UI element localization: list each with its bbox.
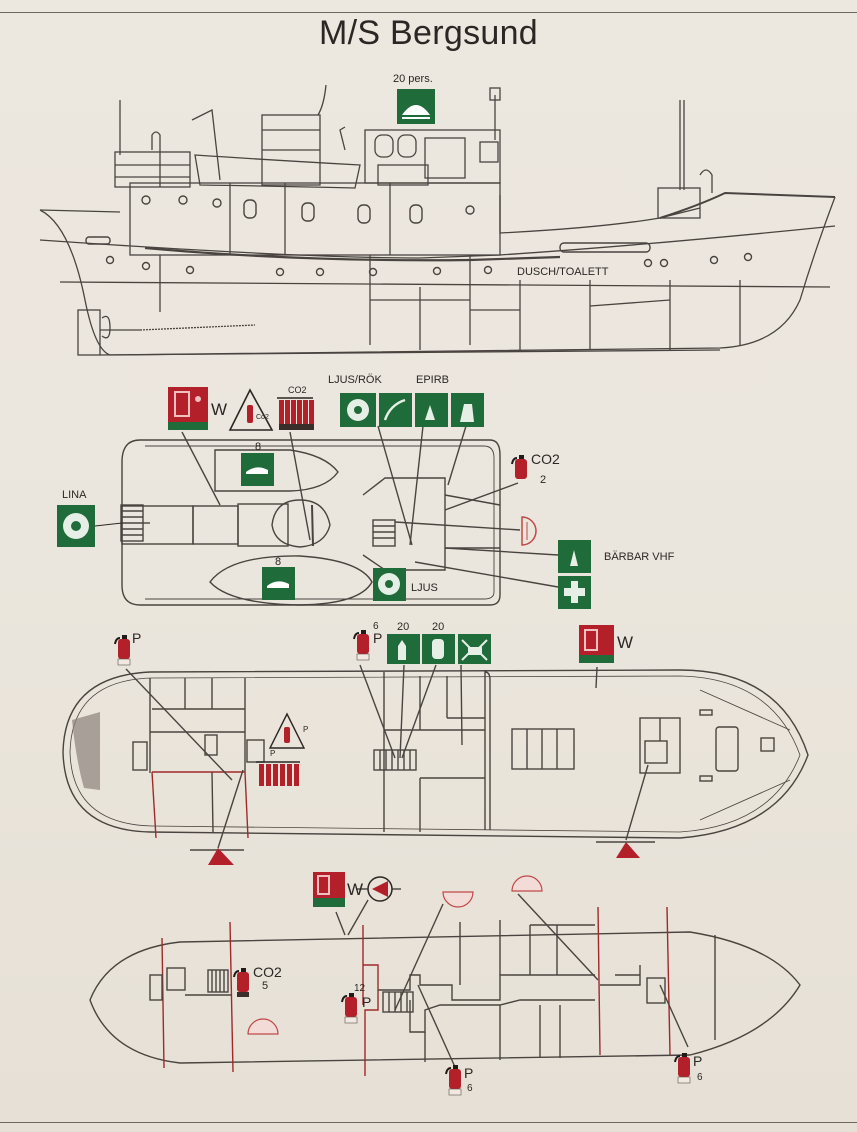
lower-deck-bottom-type: P	[464, 1065, 474, 1081]
p-bottle-label: P	[303, 725, 309, 734]
lower-deck-fwd-count: 6	[697, 1072, 703, 1083]
boat-deck-extinguisher-count: 2	[540, 474, 547, 486]
lower-deck-fwd-type: P	[693, 1053, 703, 1069]
main-deck-aft-extinguisher-type: P	[132, 630, 142, 646]
main-deck-mid-extinguisher-count: 6	[373, 621, 379, 632]
lower-deck-mid-type: P	[362, 994, 372, 1010]
boat-deck-hose-label: W	[211, 400, 228, 419]
lower-deck-plan	[89, 893, 801, 1076]
pyro-group-label: LJUS/RÖK	[328, 374, 382, 386]
ship-title: M/S Bergsund	[318, 14, 539, 52]
lifeboat-top-capacity: 8	[255, 441, 262, 453]
lifeboat-bottom-capacity: 8	[275, 556, 282, 568]
boat-deck-icons	[57, 387, 591, 609]
portable-vhf-label: BÄRBAR VHF	[604, 551, 675, 563]
survival-suits-count: 20	[397, 621, 410, 633]
epirb-label: EPIRB	[416, 374, 450, 386]
p-bank-label: P	[270, 749, 276, 758]
lower-deck-mid-count: 12	[354, 983, 366, 994]
main-deck-mid-extinguisher-type: P	[373, 630, 383, 646]
boat-deck-plan	[120, 425, 559, 606]
top-border-line	[0, 12, 857, 13]
bottom-border-line	[0, 1122, 857, 1123]
lifebuoy-line-label: LINA	[62, 489, 87, 501]
lower-deck-bottom-count: 6	[467, 1083, 473, 1094]
main-deck-icons	[114, 625, 640, 865]
main-deck-plan	[62, 664, 809, 851]
shower-toilet-label: DUSCH/TOALETT	[517, 266, 609, 278]
lifejackets-count: 20	[432, 621, 445, 633]
main-deck-hose-label: W	[617, 633, 634, 652]
lower-deck-co2-count: 5	[262, 980, 269, 992]
lower-deck-co2-type: CO2	[253, 964, 282, 980]
ship-profile-view	[39, 84, 836, 356]
co2-bank-label: CO2	[288, 385, 307, 395]
boat-deck-extinguisher-type: CO2	[531, 451, 560, 467]
lower-deck-icons	[233, 872, 691, 1096]
lower-deck-hose-label: W	[347, 880, 364, 899]
lifebuoy-light-label: LJUS	[411, 582, 438, 594]
co2-warning-label: Co2	[256, 414, 269, 421]
liferaft-capacity-label: 20 pers.	[393, 73, 433, 85]
